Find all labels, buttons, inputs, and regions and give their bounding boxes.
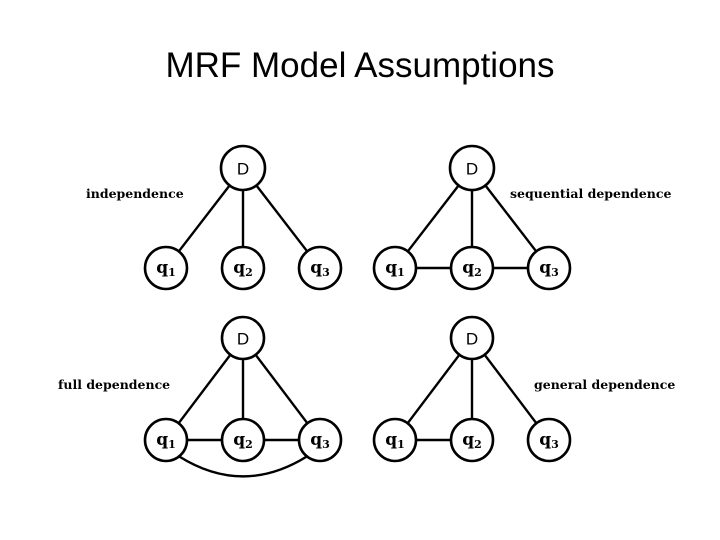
node-independence-q2: q2 (220, 245, 266, 291)
node-label: q1 (156, 258, 176, 279)
node-label: q2 (233, 430, 253, 451)
node-general-q2: q2 (449, 417, 495, 463)
node-label: q1 (156, 430, 176, 451)
edge-general-d-q1 (405, 351, 462, 427)
diagram-full: Dq1 q2 q3 (143, 315, 343, 478)
node-sequential-q3: q3 (526, 245, 572, 291)
caption-sequential-dependence: sequential dependence (510, 186, 672, 201)
node-label: D (237, 330, 249, 349)
edge-independence-d-q1 (176, 182, 232, 255)
edge-general-d-q3 (482, 351, 539, 427)
edge-sequential-d-q1 (405, 182, 461, 255)
node-independence-q3: q3 (297, 245, 343, 291)
node-label: D (237, 160, 249, 179)
node-full-q2: q2 (220, 417, 266, 463)
diagram-independence: Dq1 q2 q3 (143, 144, 343, 291)
diagram-general: Dq1 q2 q3 (372, 315, 572, 463)
caption-general-dependence: general dependence (534, 377, 676, 392)
edge-sequential-d-q3 (483, 182, 539, 255)
node-label: q2 (462, 430, 482, 451)
edge-full-d-q1 (176, 351, 233, 427)
edge-full-d-q3 (253, 351, 310, 427)
node-independence-d: D (219, 144, 267, 192)
caption-full-dependence: full dependence (58, 377, 171, 392)
diagram-sequential: Dq1 q2 q3 (372, 144, 572, 291)
node-full-q3: q3 (297, 417, 343, 463)
node-label: q1 (385, 258, 405, 279)
node-label: q2 (462, 258, 482, 279)
node-label: q1 (385, 430, 405, 451)
edge-independence-d-q3 (254, 182, 310, 255)
page-title: MRF Model Assumptions (165, 46, 555, 85)
node-general-d: D (449, 315, 495, 361)
node-independence-q1: q1 (143, 245, 189, 291)
node-label: D (466, 160, 478, 179)
node-full-q1: q1 (143, 417, 189, 463)
node-sequential-d: D (448, 144, 496, 192)
edge-full-q1-q3 (177, 455, 309, 478)
node-general-q1: q1 (372, 417, 418, 463)
node-label: q3 (539, 258, 559, 279)
node-label: q2 (233, 258, 253, 279)
node-sequential-q1: q1 (372, 245, 418, 291)
node-label: q3 (310, 258, 330, 279)
node-general-q3: q3 (526, 417, 572, 463)
node-label: q3 (539, 430, 559, 451)
node-label: q3 (310, 430, 330, 451)
node-full-d: D (220, 315, 266, 361)
caption-independence: independence (86, 186, 184, 201)
node-label: D (466, 330, 478, 349)
node-sequential-q2: q2 (449, 245, 495, 291)
